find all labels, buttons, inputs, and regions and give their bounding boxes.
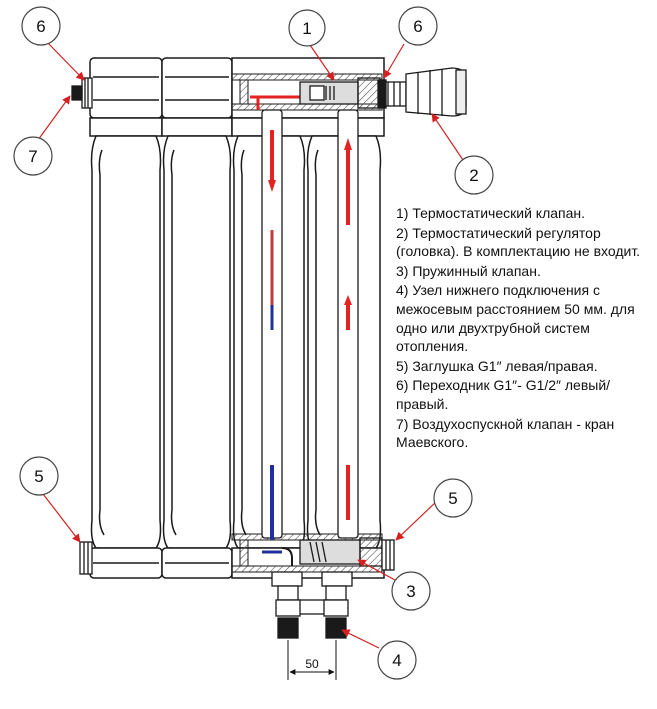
svg-text:5: 5 [448,489,457,508]
callout-5-left: 5 [19,456,59,496]
dimension-label: 50 [305,657,319,671]
flow-arrow-down-icon [268,180,276,192]
adapter-left-top [71,77,93,109]
svg-text:6: 6 [36,17,45,36]
legend-item-2: 2) Термостатический регулятор (головка).… [396,224,641,260]
flow-arrow-up-icon-2 [344,295,352,305]
svg-text:3: 3 [406,582,415,601]
callout-2: 2 [454,155,494,195]
svg-text:7: 7 [28,147,37,166]
callout-6-left: 6 [21,6,61,46]
callout-4: 4 [377,640,417,680]
flow-indicators [250,95,352,566]
callout-1: 1 [288,9,326,47]
callout-6-right: 6 [398,6,438,46]
bottom-connection-unit [271,571,353,639]
callout-7: 7 [13,136,53,176]
svg-text:5: 5 [34,467,43,486]
dimension-50 [287,640,337,680]
thermostatic-head [383,67,467,117]
legend-item-4: 4) Узел нижнего подключения с межосевым … [396,282,635,355]
legend-item-6: 6) Переходник G1″- G1/2″ левый/правый. [396,377,611,412]
callout-3: 3 [391,571,431,611]
plug-right-bottom [381,539,395,571]
flow-arrow-up-icon [344,138,352,150]
callout-leaders [37,39,464,649]
thermostatic-valve [299,77,381,109]
adapter-right-top [377,79,387,109]
svg-text:4: 4 [392,651,401,670]
legend: 1) Термостатический клапан. 2) Термостат… [396,204,654,453]
legend-item-5: 5) Заглушка G1″ левая/правая. [396,357,598,374]
legend-item-7: 7) Воздухоспускной клапан - кран Маевско… [396,415,615,451]
bottom-return-pipe [281,547,293,566]
svg-text:6: 6 [413,17,422,36]
radiator-section-2 [161,57,233,579]
svg-text:1: 1 [302,19,311,38]
plug-left-bottom [79,541,93,575]
legend-item-1: 1) Термостатический клапан. [396,205,586,221]
svg-text:2: 2 [469,166,478,185]
legend-item-3: 3) Пружинный клапан. [396,262,541,279]
radiator-cutaway [231,57,385,579]
callout-5-right: 5 [433,478,473,518]
spring-valve [299,537,383,567]
radiator-section-1 [89,57,163,579]
